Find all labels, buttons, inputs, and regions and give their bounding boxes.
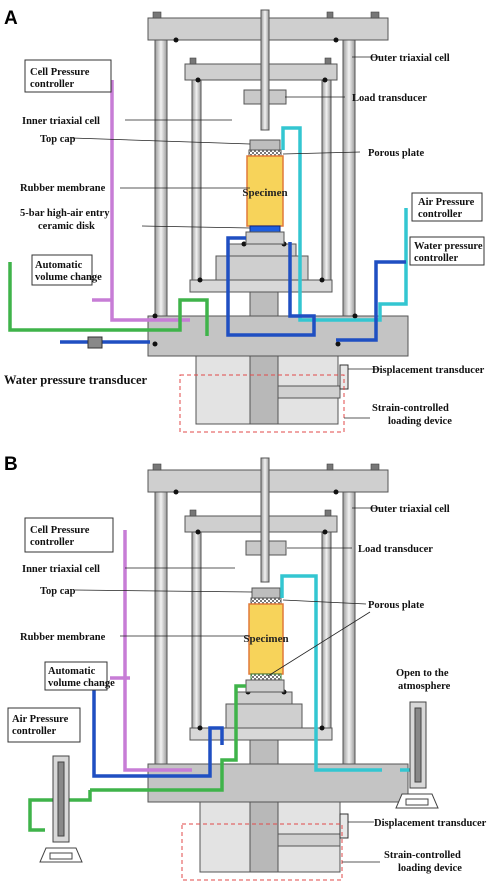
panel-a: A — [4, 8, 485, 433]
panel-a-letter: A — [4, 8, 18, 29]
boxes-b — [7, 517, 349, 839]
outer-frame-b — [147, 457, 409, 873]
labels-a: Outer triaxial cell Load transducer Cell… — [4, 53, 485, 427]
specimen-assembly-b: Specimen — [243, 587, 289, 693]
labels-b: Outer triaxial cell Load transducer Cell… — [12, 504, 487, 874]
burette-right — [395, 701, 439, 809]
label-open-atmosphere-line2: atmosphere — [398, 681, 451, 692]
label-disk-line2: ceramic disk — [38, 221, 95, 232]
label-load-transducer-b: Load transducer — [358, 544, 433, 555]
leaders-b — [74, 507, 380, 863]
boxes-a — [24, 59, 485, 390]
label-loading-line2: loading device — [388, 416, 452, 427]
label-water-pressure-transducer: Water pressure transducer — [4, 373, 147, 387]
specimen-b — [248, 603, 284, 675]
burette-left — [39, 755, 83, 863]
label-outer-cell-b: Outer triaxial cell — [370, 504, 450, 515]
label-inner-cell: Inner triaxial cell — [22, 116, 100, 127]
label-rubber-membrane: Rubber membrane — [20, 183, 106, 194]
label-porous-plate-b: Porous plate — [368, 600, 424, 611]
label-load-transducer: Load transducer — [352, 93, 427, 104]
panel-b: B — [4, 454, 487, 881]
label-loading-line1: Strain-controlled — [372, 403, 449, 414]
outer-frame — [147, 9, 409, 425]
label-displacement-transducer: Displacement transducer — [372, 365, 485, 376]
label-top-cap: Top cap — [40, 134, 76, 145]
label-loading-line2-b: loading device — [398, 863, 462, 874]
fasteners-b — [152, 463, 380, 517]
specimen-label: Specimen — [242, 187, 287, 199]
specimen-label-b: Specimen — [243, 633, 288, 645]
label-top-cap-b: Top cap — [40, 586, 76, 597]
label-open-atmosphere-line1: Open to the — [396, 668, 449, 679]
loading-device-box — [179, 374, 345, 433]
panel-b-letter: B — [4, 454, 18, 475]
ceramic-disk — [249, 225, 281, 233]
label-loading-line1-b: Strain-controlled — [384, 850, 461, 861]
porous-plate-bottom — [250, 673, 282, 681]
leaders-a — [71, 56, 380, 419]
fasteners — [152, 11, 380, 65]
specimen — [246, 155, 284, 227]
loading-device-box-b — [181, 823, 343, 881]
label-inner-cell-b: Inner triaxial cell — [22, 564, 100, 575]
specimen-assembly: Specimen — [242, 139, 288, 245]
label-porous-plate: Porous plate — [368, 148, 424, 159]
label-outer-cell: Outer triaxial cell — [370, 53, 450, 64]
label-rubber-membrane-b: Rubber membrane — [20, 632, 106, 643]
label-disk-line1: 5-bar high-air entry — [20, 208, 110, 219]
tubes-a — [8, 80, 408, 344]
label-displacement-transducer-b: Displacement transducer — [374, 818, 487, 829]
